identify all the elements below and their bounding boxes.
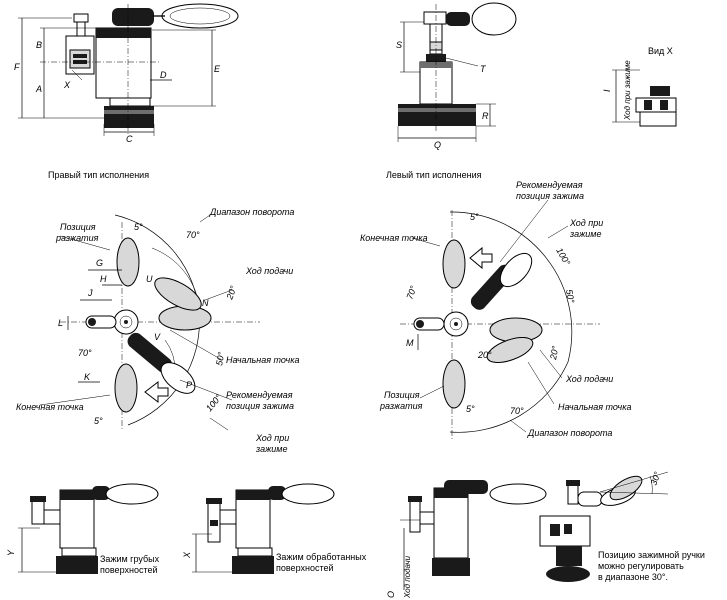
right-letter-U: U bbox=[146, 274, 153, 284]
machined-caption-1: Зажим обработанных bbox=[276, 552, 367, 562]
machined-caption-2: поверхностей bbox=[276, 563, 334, 573]
left-release-2: разжатия bbox=[379, 401, 423, 411]
left-rotation-range: Диапазон поворота bbox=[527, 428, 612, 438]
left-angle-50: 50° bbox=[564, 289, 576, 305]
left-type-caption: Левый тип исполнения bbox=[386, 170, 482, 180]
left-feed-travel: Ход подачи bbox=[565, 374, 613, 384]
right-letter-K: K bbox=[84, 372, 91, 382]
dim-Q: Q bbox=[434, 140, 441, 150]
left-type-diagram bbox=[400, 199, 600, 440]
left-release-1: Позиция bbox=[384, 390, 420, 400]
left-angle-20b: 20° bbox=[477, 350, 492, 360]
right-start-point: Начальная точка bbox=[226, 355, 299, 365]
view-x-I: I bbox=[602, 89, 612, 92]
left-angle-70b: 70° bbox=[510, 406, 524, 416]
right-letter-N: N bbox=[202, 298, 209, 308]
right-angle-50: 50° bbox=[214, 351, 226, 367]
dim-E: E bbox=[214, 64, 221, 74]
rough-caption-2: поверхностей bbox=[100, 565, 158, 575]
right-angle-5b: 5° bbox=[94, 416, 103, 426]
right-release-1: Позиция bbox=[60, 222, 96, 232]
left-angle-100: 100° bbox=[554, 246, 572, 267]
feed-travel-drawing bbox=[400, 480, 547, 590]
adjust-caption-1: Позицию зажимной ручки bbox=[598, 550, 705, 560]
right-end-point: Конечная точка bbox=[16, 402, 84, 412]
left-recommended-2: позиция зажима bbox=[516, 191, 584, 201]
right-letter-L: L bbox=[58, 318, 63, 328]
right-letter-J: J bbox=[87, 288, 93, 298]
dim-T: T bbox=[480, 64, 487, 74]
left-end-point: Конечная точка bbox=[360, 233, 428, 243]
left-angle-5b: 5° bbox=[466, 404, 475, 414]
left-letter-M: M bbox=[406, 338, 414, 348]
dim-C: C bbox=[126, 134, 133, 144]
right-letter-H: H bbox=[100, 274, 107, 284]
left-start-point: Начальная точка bbox=[558, 402, 631, 412]
dim-S: S bbox=[396, 40, 402, 50]
dim-X-bottom: X bbox=[182, 551, 192, 559]
dim-F: F bbox=[14, 62, 20, 72]
machined-clamp-drawing bbox=[192, 483, 335, 574]
dim-X: X bbox=[63, 80, 71, 90]
right-feed-travel: Ход подачи bbox=[245, 266, 293, 276]
left-clamp-travel-2: зажиме bbox=[569, 229, 601, 239]
left-angle-5: 5° bbox=[470, 212, 479, 222]
right-angle-70b: 70° bbox=[78, 348, 92, 358]
rough-caption-1: Зажим грубых bbox=[100, 554, 160, 564]
left-angle-70: 70° bbox=[404, 284, 418, 301]
view-x bbox=[612, 69, 677, 127]
dim-R: R bbox=[482, 111, 489, 121]
right-angle-20: 20° bbox=[224, 284, 239, 302]
adjust-caption-2: можно регулировать bbox=[598, 561, 684, 571]
view-x-title: Вид X bbox=[648, 46, 673, 56]
right-rotation-range: Диапазон поворота bbox=[209, 207, 294, 217]
dim-D: D bbox=[160, 70, 167, 80]
right-type-diagram bbox=[39, 214, 260, 431]
right-clamp-travel-2: зажиме bbox=[255, 444, 287, 454]
right-letter-P: P bbox=[186, 380, 192, 390]
side-view bbox=[397, 2, 517, 142]
rough-clamp-drawing bbox=[18, 483, 159, 574]
adjust-caption-3: в диапазоне 30°. bbox=[598, 572, 668, 582]
dim-O: O bbox=[386, 591, 396, 598]
right-letter-G: G bbox=[96, 258, 103, 268]
dim-Y: Y bbox=[6, 549, 16, 556]
right-release-2: разжатия bbox=[55, 233, 99, 243]
left-angle-20: 20° bbox=[548, 345, 560, 362]
left-recommended-1: Рекомендуемая bbox=[516, 180, 583, 190]
view-x-travel: Ход при зажиме bbox=[623, 60, 632, 121]
right-recommended-2: позиция зажима bbox=[226, 401, 294, 411]
right-letter-V: V bbox=[154, 332, 161, 342]
adjustable-handle-drawing bbox=[539, 471, 669, 582]
right-angle-70: 70° bbox=[186, 230, 200, 240]
dim-A: A bbox=[35, 84, 42, 94]
left-clamp-travel-1: Ход при bbox=[569, 218, 603, 228]
feed-travel-O-label: Ход подачи bbox=[403, 555, 412, 599]
right-type-caption: Правый тип исполнения bbox=[48, 170, 149, 180]
right-recommended-1: Рекомендуемая bbox=[226, 390, 293, 400]
right-clamp-travel-1: Ход при bbox=[255, 433, 289, 443]
front-view bbox=[18, 3, 239, 136]
dim-B: B bbox=[36, 40, 42, 50]
right-angle-5: 5° bbox=[134, 222, 143, 232]
adjust-angle-30: 30° bbox=[648, 470, 662, 487]
